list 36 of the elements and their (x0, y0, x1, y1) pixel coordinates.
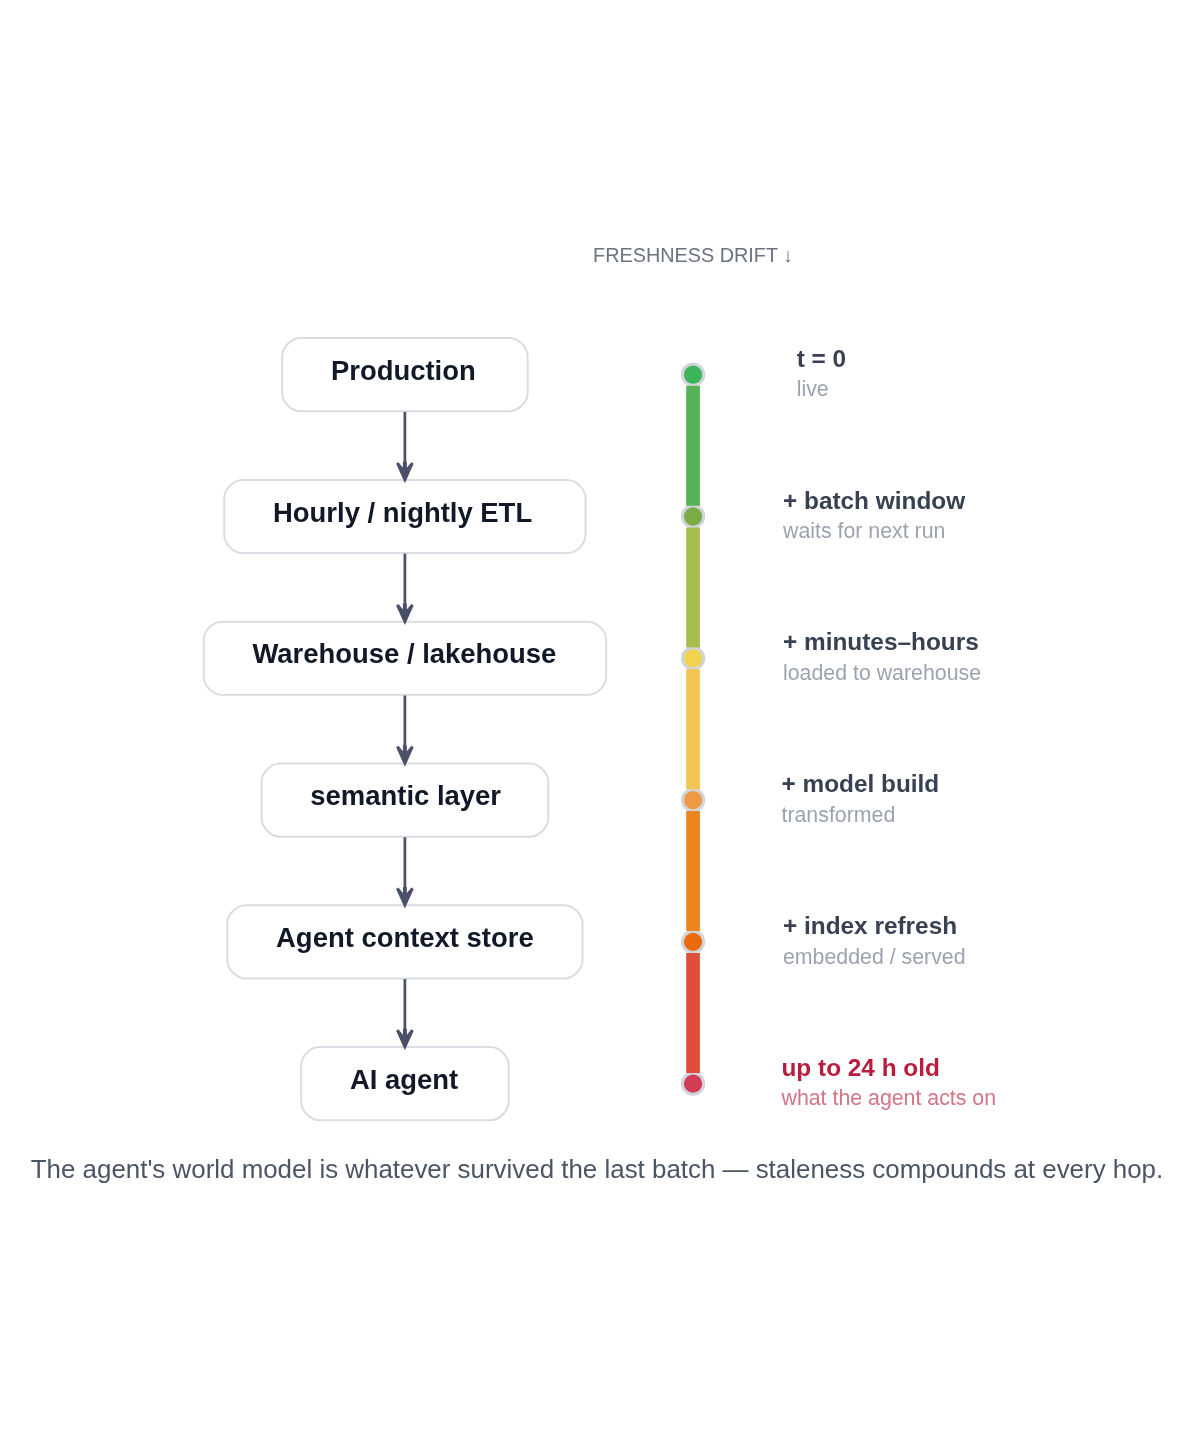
node-label: loaded to warehouse (783, 660, 982, 685)
node-label: what the agent acts on (781, 1085, 997, 1110)
node-circle (680, 929, 706, 954)
connector (686, 385, 700, 506)
connector (686, 952, 700, 1073)
node-label: up to 24 h old (781, 1053, 940, 1081)
node-circle (680, 1070, 706, 1096)
arrow (396, 978, 414, 1048)
node-label: + index refresh (783, 911, 958, 939)
connector (686, 668, 700, 789)
connector (686, 810, 700, 931)
node-label: t = 0 (796, 344, 847, 372)
node-box: semantic layer (260, 762, 550, 838)
arrow (396, 695, 414, 765)
node-circle (680, 503, 706, 529)
node-circle (680, 362, 706, 387)
connector (686, 527, 700, 647)
node-label: embedded / served (783, 944, 966, 969)
node-box: AI agent (300, 1045, 510, 1121)
node-circle (680, 645, 706, 670)
node-label: + batch window (783, 486, 966, 514)
node-box: Warehouse / lakehouse (202, 620, 608, 696)
label: FRESHNESS DRIFT ↓ (593, 243, 794, 266)
node-box: Production (281, 336, 529, 412)
node-circle (680, 787, 706, 812)
node-label: transformed (781, 802, 896, 827)
arrow (396, 411, 414, 481)
node-label: + minutes–hours (783, 627, 979, 655)
arrow (396, 836, 414, 907)
node-box: Hourly / nightly ETL (223, 478, 587, 554)
node-label: live (796, 376, 829, 401)
node-box: Agent context store (226, 903, 584, 979)
caption: The agent's world model is whatever survived the last batch — staleness compounds at every hop. (30, 1154, 1164, 1183)
arrow (396, 553, 414, 623)
node-label: + model build (781, 769, 940, 797)
node-label: waits for next run (783, 518, 946, 543)
